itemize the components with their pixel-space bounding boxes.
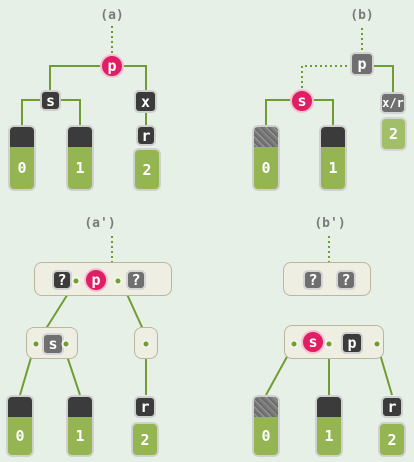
dot-bprime-2 — [324, 339, 334, 349]
node-bprime-s: s — [301, 330, 325, 354]
dot-bprime-3 — [372, 339, 382, 349]
leaf-a-2: 2 — [133, 148, 161, 191]
node-aprime-q-right: ? — [126, 270, 146, 290]
edge-b-p-s-dotted — [301, 65, 362, 92]
dot-aprime-top-1 — [71, 276, 81, 286]
leaf-b-2-label: 2 — [380, 117, 407, 151]
leaf-b-1-head — [319, 125, 347, 147]
node-bprime-q-right: ? — [336, 270, 356, 290]
leaf-bprime-1-head — [315, 395, 343, 417]
dot-bprime-1 — [289, 339, 299, 349]
leaf-a-0: 0 — [8, 125, 36, 191]
leaf-bprime-1: 1 — [315, 395, 343, 457]
node-bprime-q-left: ? — [303, 270, 323, 290]
leaf-aprime-0-label: 0 — [6, 417, 34, 457]
dot-aprime-left-1 — [31, 339, 41, 349]
leaf-aprime-1: 1 — [66, 395, 94, 457]
leaf-b-1-label: 1 — [319, 147, 347, 191]
caption-b-prime: (b') — [314, 216, 346, 231]
node-bprime-r: r — [381, 396, 403, 418]
leaf-aprime-2-label: 2 — [131, 422, 159, 457]
node-b-xr: x/r — [380, 92, 406, 114]
caption-b: (b) — [350, 8, 374, 23]
leaf-a-1-label: 1 — [66, 147, 94, 191]
leaf-b-0: 0 — [252, 125, 280, 191]
leaf-bprime-2: 2 — [378, 422, 406, 457]
caption-a: (a) — [100, 8, 124, 23]
leaf-a-1: 1 — [66, 125, 94, 191]
node-a-s: s — [40, 90, 61, 111]
leaf-b-0-head — [252, 125, 280, 147]
node-a-x: x — [134, 90, 157, 113]
leaf-bprime-1-label: 1 — [315, 417, 343, 457]
leaf-bprime-2-label: 2 — [378, 422, 406, 457]
leaf-aprime-0: 0 — [6, 395, 34, 457]
dot-aprime-right — [141, 339, 151, 349]
leaf-aprime-1-head — [66, 395, 94, 417]
node-bprime-p: p — [341, 332, 363, 354]
leaf-a-0-head — [8, 125, 36, 147]
node-aprime-r: r — [134, 396, 156, 418]
node-aprime-p: p — [84, 268, 108, 292]
leaf-b-2: 2 — [380, 117, 407, 151]
leaf-bprime-0-head — [252, 395, 280, 417]
leaf-bprime-0: 0 — [252, 395, 280, 457]
leaf-b-0-label: 0 — [252, 147, 280, 191]
node-aprime-q-left: ? — [52, 270, 72, 290]
leaf-b-1: 1 — [319, 125, 347, 191]
box-bprime-top — [283, 262, 371, 296]
leaf-a-1-head — [66, 125, 94, 147]
leaf-aprime-0-head — [6, 395, 34, 417]
leaf-a-0-label: 0 — [8, 147, 36, 191]
leaf-a-2-label: 2 — [133, 148, 161, 191]
node-a-r: r — [136, 125, 156, 146]
node-a-p: p — [100, 54, 124, 78]
node-b-s: s — [290, 89, 314, 113]
dot-aprime-left-2 — [61, 339, 71, 349]
leaf-aprime-1-label: 1 — [66, 417, 94, 457]
box-bprime-bottom — [284, 325, 384, 359]
caption-a-prime: (a') — [84, 216, 116, 231]
edge-a-p-s — [49, 65, 112, 92]
leaf-aprime-2: 2 — [131, 422, 159, 457]
leaf-bprime-0-label: 0 — [252, 417, 280, 457]
dot-aprime-top-2 — [113, 276, 123, 286]
node-b-p: p — [350, 52, 374, 76]
